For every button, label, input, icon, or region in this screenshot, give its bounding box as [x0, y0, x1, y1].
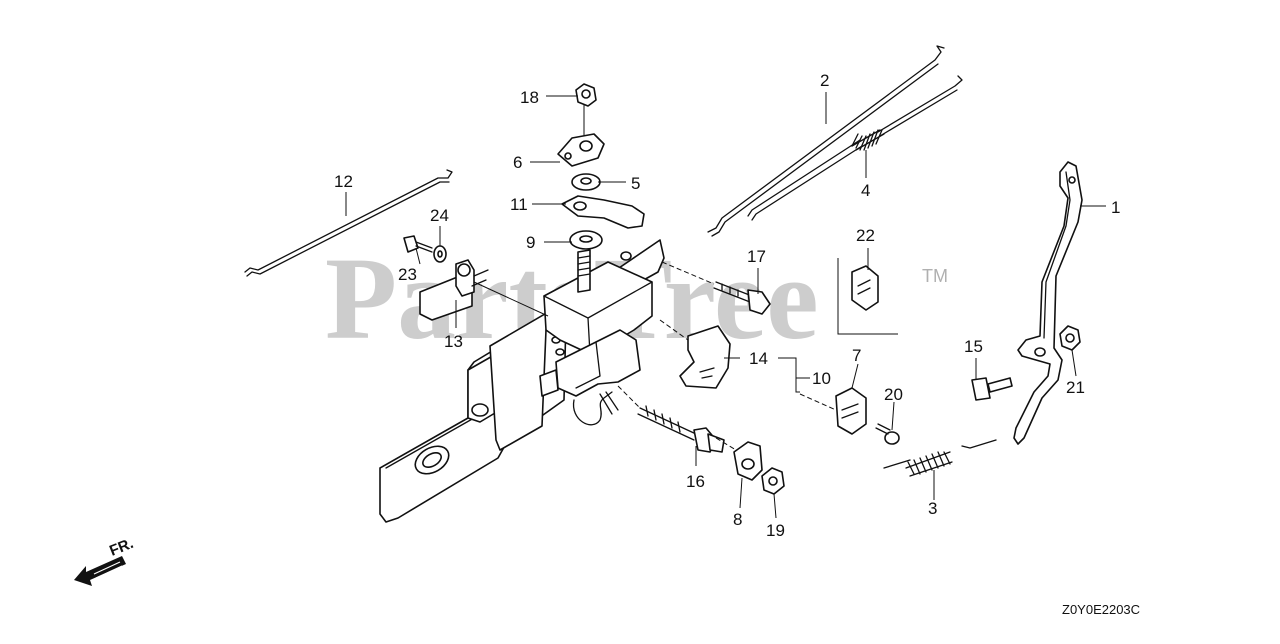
leader-lines [345, 92, 1106, 519]
part-6-plate[interactable] [557, 133, 605, 167]
callout-13: 13 [444, 332, 463, 351]
callout-6: 6 [513, 153, 522, 172]
part-22-clip[interactable] [837, 258, 898, 335]
part-2-rod[interactable] [707, 45, 945, 237]
callout-12: 12 [334, 172, 353, 191]
callout-23: 23 [398, 265, 417, 284]
part-15-bolt[interactable] [971, 377, 1013, 401]
callout-11: 11 [510, 195, 528, 214]
callout-labels: 18 6 5 11 9 12 24 23 13 2 4 1 17 22 15 2… [334, 71, 1120, 540]
callout-5: 5 [631, 174, 640, 193]
callout-1: 1 [1111, 198, 1120, 217]
part-3-spring[interactable] [883, 439, 997, 477]
control-base-assembly [379, 239, 665, 523]
part-23-screw[interactable] [403, 235, 433, 253]
callout-24: 24 [430, 206, 449, 225]
callout-17: 17 [747, 247, 766, 266]
part-9-washer[interactable] [569, 230, 603, 250]
diagram-code: Z0Y0E2203C [1062, 602, 1140, 617]
part-21-nut[interactable] [1059, 325, 1081, 351]
part-17-bolt[interactable] [713, 281, 771, 315]
callout-18: 18 [520, 88, 539, 107]
callout-4: 4 [861, 181, 870, 200]
callout-3: 3 [928, 499, 937, 518]
callout-20: 20 [884, 385, 903, 404]
part-8-cam[interactable] [733, 441, 763, 481]
part-13-switch[interactable] [419, 259, 489, 321]
callout-15: 15 [964, 337, 983, 356]
part-12-rod[interactable] [244, 169, 453, 277]
front-arrow-icon [74, 556, 126, 586]
part-18-nut[interactable] [575, 83, 597, 107]
part-20-screw[interactable] [875, 423, 900, 445]
part-4-rod-spring[interactable] [747, 75, 963, 221]
part-16-bolt[interactable] [637, 405, 725, 453]
part-14-bracket[interactable] [679, 325, 731, 389]
part-11-lever[interactable] [561, 195, 645, 229]
callout-14: 14 [749, 349, 768, 368]
part-24-washer[interactable] [433, 245, 447, 263]
callout-8: 8 [733, 510, 742, 529]
watermark-trademark: TM [922, 266, 948, 286]
callout-9: 9 [526, 233, 535, 252]
part-7-holder[interactable] [835, 387, 867, 435]
part-5-washer[interactable] [571, 173, 601, 191]
callout-7: 7 [852, 346, 861, 365]
callout-19: 19 [766, 521, 785, 540]
callout-2: 2 [820, 71, 829, 90]
front-label: FR. [107, 535, 136, 560]
callout-22: 22 [856, 226, 875, 245]
callout-21: 21 [1066, 378, 1085, 397]
callout-10: 10 [812, 369, 831, 388]
part-19-nut[interactable] [761, 467, 785, 495]
part-1-lever[interactable] [1013, 161, 1083, 445]
callout-16: 16 [686, 472, 705, 491]
front-direction-indicator: FR. [74, 535, 136, 586]
